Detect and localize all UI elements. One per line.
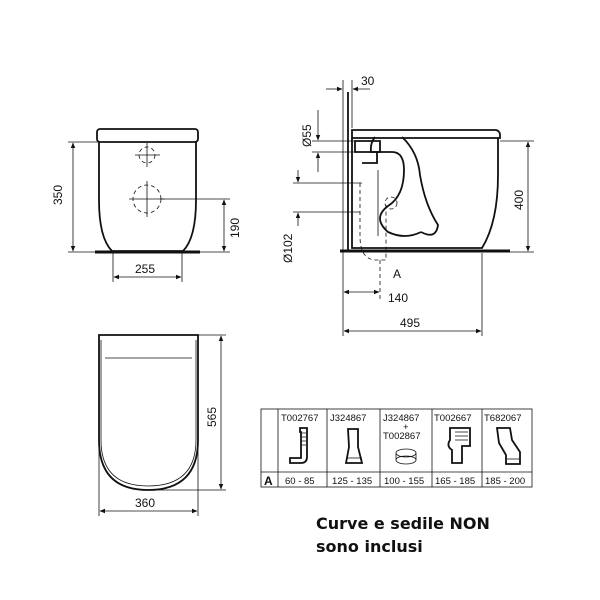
table-col3-code: J324867 <box>383 413 419 424</box>
side-view: A 30 Ø55 Ø102 400 140 495 <box>281 74 534 336</box>
side-trap-outer <box>369 136 422 237</box>
side-height-label: 400 <box>512 190 526 210</box>
side-inlet-pipe <box>354 140 381 153</box>
side-top-offset-label: 30 <box>361 74 375 88</box>
table-col3-plus: + <box>403 422 409 433</box>
side-marker-a: A <box>393 267 401 281</box>
front-seat-lid <box>96 128 199 143</box>
caption: Curve e sedile NON sono inclusi <box>316 512 576 558</box>
caption-line-2: sono inclusi <box>316 537 423 556</box>
side-seat-lid <box>351 129 501 139</box>
offset-bend-icon <box>447 427 471 464</box>
bend-fitting-icon <box>289 427 308 464</box>
table-col4-code: T002667 <box>434 413 472 424</box>
straight-connector-icon <box>344 428 364 464</box>
table-col4-range: 165 - 185 <box>435 476 475 487</box>
plan-outline <box>98 334 199 491</box>
table-col1-range: 60 - 85 <box>285 476 315 487</box>
table-col3-range: 100 - 155 <box>384 476 424 487</box>
table-row-label: A <box>264 474 273 488</box>
front-width-label: 255 <box>135 262 155 276</box>
side-outlet-dashed <box>359 183 387 261</box>
adapter-table: A T002767 60 - 85 J324867 125 - 135 J324… <box>260 408 533 488</box>
table-col5-range: 185 - 200 <box>485 476 525 487</box>
side-length-label: 495 <box>400 316 420 330</box>
caption-line-1: Curve e sedile NON <box>316 514 490 533</box>
table-col2-range: 125 - 135 <box>332 476 372 487</box>
plan-view: 565 360 <box>98 334 226 516</box>
front-bowl-body <box>98 142 197 252</box>
plan-depth-label: 565 <box>205 407 219 427</box>
side-bowl-body <box>351 138 499 249</box>
plan-width-label: 360 <box>135 496 155 510</box>
angled-connector-icon <box>495 427 521 465</box>
front-height-label: 350 <box>51 185 65 205</box>
table-col3-code2: T002867 <box>383 431 421 442</box>
table-col1-code: T002767 <box>281 413 319 424</box>
side-inlet-diameter-label: Ø55 <box>300 124 314 147</box>
table-col2-code: J324867 <box>330 413 366 424</box>
side-outlet-distance-label: 140 <box>388 291 408 305</box>
front-inlet-height-label: 190 <box>228 218 242 238</box>
front-view: 350 190 255 <box>51 128 242 282</box>
side-outlet-diameter-label: Ø102 <box>281 233 295 263</box>
table-col5-code: T682067 <box>484 413 522 424</box>
